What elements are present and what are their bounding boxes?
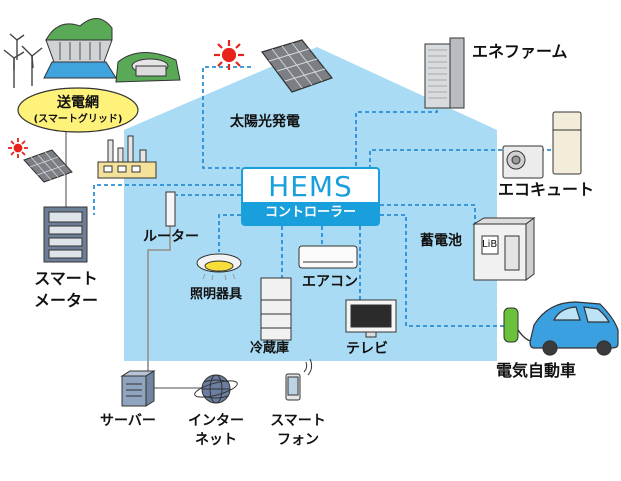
smartphone-icon [285,358,313,401]
solar-panel-icon [261,39,333,93]
dashed-links [93,66,555,327]
grid-subtitle: (スマートグリッド) [33,114,123,125]
grid-badge: 送電網 (スマートグリッド) [19,92,137,132]
router-label: ルーター [143,229,199,245]
internet-label-line2: ネット [195,432,237,448]
ev-label: 電気自動車 [496,361,577,380]
power-plant-icon [115,51,181,83]
battery-label: 蓄電池 [420,233,462,249]
air-conditioner-icon [298,245,358,269]
smartphone-label-line1: スマート [270,413,326,429]
sun-icon [214,40,244,70]
server-icon [120,370,156,407]
tv-label: テレビ [346,341,388,357]
lighting-label: 照明器具 [190,287,243,302]
smart-meter-icon [43,206,88,263]
ecocute-label: エコキュート [498,180,595,199]
tv-icon [345,299,397,338]
battery-mark: LiB [482,239,498,250]
factory-icon [97,135,157,179]
small-solar-panel-icon [23,149,73,183]
small-sun-icon [8,138,28,158]
enefarm-icon [424,37,465,109]
internet-globe-icon [194,374,238,404]
ceiling-light-icon [196,253,242,281]
dam-icon [43,18,117,79]
server-label: サーバー [100,413,156,429]
grid-badge-bg [17,87,139,133]
smartmeter-label-line1: スマート [34,269,98,288]
smartphone-label-line2: フォン [277,432,319,448]
aircon-label: エアコン [302,274,358,290]
grid-title: 送電網 [57,95,99,111]
hems-subtitle: コントローラー [243,202,378,224]
internet-label-line1: インター [188,413,244,429]
battery-icon [472,217,536,281]
electric-car-icon [529,301,619,356]
enefarm-label: エネファーム [472,42,568,61]
hems-controller: HEMS コントローラー [241,167,380,226]
fridge-icon [260,277,292,341]
ecocute-icon [502,111,582,179]
wind-turbine-icon [3,33,43,88]
router-icon [165,191,176,227]
hems-title: HEMS [268,170,353,203]
smartmeter-label-line2: メーター [33,291,98,310]
solar-label: 太陽光発電 [230,114,300,130]
fridge-label: 冷蔵庫 [250,341,290,356]
